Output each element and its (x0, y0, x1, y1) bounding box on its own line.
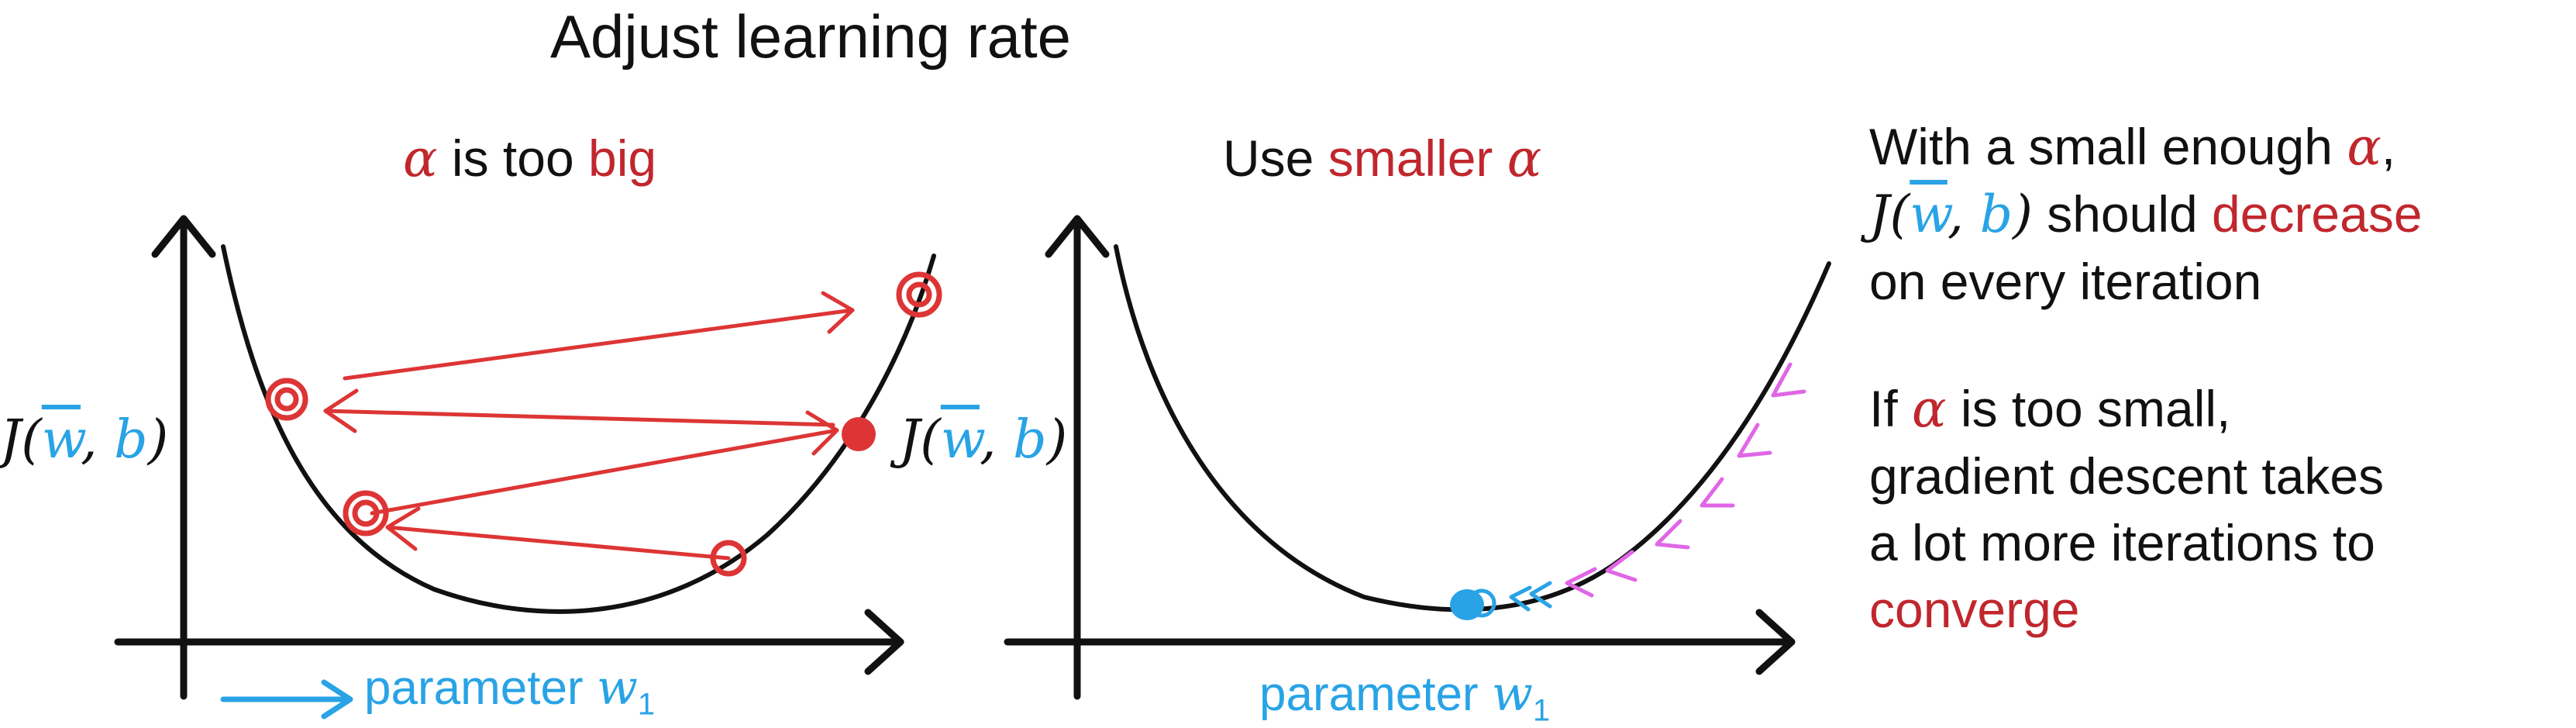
vector-w: w (41, 409, 81, 471)
small-step-arrowhead (1565, 567, 1597, 598)
vector-w: w (940, 409, 980, 471)
step-marker (896, 271, 942, 318)
step-arrow-3 (323, 409, 835, 427)
converge-word: converge (1869, 581, 2080, 638)
right-panel-title: Use smaller α (1223, 129, 1541, 188)
step-arrow-2-head (805, 410, 839, 456)
right-x-axis-arrowhead (1755, 609, 1796, 675)
bias-b: b (1013, 409, 1047, 471)
note-text: If (1869, 380, 1913, 437)
converged-point-ring (1467, 588, 1496, 618)
parameter-direction-arrowhead (321, 679, 353, 719)
step-marker (710, 540, 747, 577)
left-panel (114, 215, 942, 719)
step-arrow-4-head (821, 291, 855, 334)
note-text: should (2032, 185, 2213, 243)
step-marker (274, 387, 299, 412)
right-y-axis-arrowhead (1045, 215, 1110, 258)
step-arrow-3-head (323, 388, 359, 433)
x-label-sub: 1 (637, 687, 656, 722)
x-label-word: parameter (1259, 668, 1492, 721)
note2-line1: If α is too small, (1869, 375, 2384, 443)
close-paren: ) (1046, 409, 1068, 471)
left-title-big: big (588, 129, 657, 187)
note1-line2: J(w, b) should decrease (1869, 181, 2423, 248)
vector-w: w (1910, 185, 1947, 244)
x-label-var: w (596, 659, 638, 716)
right-y-axis-label: J(w, b) (899, 409, 1067, 471)
step-marker (343, 490, 389, 537)
cost-function-J: J( (0, 409, 42, 471)
right-x-axis-label: parameter w1 (1259, 665, 1550, 728)
step-marker (265, 378, 308, 421)
left-title-mid: is too (437, 129, 589, 187)
small-step-arrowhead (1700, 477, 1735, 508)
comma: , (80, 409, 115, 471)
alpha-symbol: α (403, 129, 438, 188)
note-small-alpha: With a small enough α, J(w, b) should de… (1869, 113, 2423, 315)
bias-b: b (1979, 185, 2013, 244)
small-step-arrowhead (1655, 519, 1690, 550)
page-title: Adjust learning rate (550, 2, 1072, 71)
right-title-smaller: smaller (1328, 129, 1507, 187)
close-paren: ) (147, 409, 169, 471)
left-y-axis-arrowhead (151, 215, 216, 258)
comma: , (979, 409, 1014, 471)
step-arrow-1-head (385, 506, 421, 551)
x-label-word: parameter (364, 661, 597, 715)
left-x-axis-label: parameter w1 (364, 659, 655, 722)
right-cost-curve (1114, 244, 1831, 612)
bias-b: b (114, 409, 148, 471)
note-text: is too small, (1946, 380, 2231, 437)
left-panel-title: α is too big (403, 129, 656, 188)
step-marker (906, 281, 932, 308)
right-panel (1004, 215, 1831, 700)
step-marker-filled (842, 417, 876, 451)
step-marker (352, 499, 380, 527)
left-x-axis-arrowhead (864, 609, 904, 675)
alpha-symbol: α (2347, 117, 2381, 177)
tiny-step-arrowhead (1509, 585, 1532, 612)
left-y-axis-label: J(w, b) (0, 409, 168, 471)
x-label-sub: 1 (1532, 693, 1551, 728)
decrease-word: decrease (2212, 185, 2423, 243)
note-too-small-alpha: If α is too small, gradient descent take… (1869, 375, 2384, 643)
small-step-arrowhead (1737, 423, 1772, 458)
comma: , (1947, 185, 1980, 244)
close-paren: ) (2013, 185, 2033, 244)
step-arrow-4 (343, 308, 855, 381)
step-arrow-1 (385, 525, 731, 561)
alpha-symbol: α (1912, 379, 1947, 439)
note-text: With a small enough (1869, 118, 2347, 175)
x-label-var: w (1491, 665, 1533, 722)
cost-function-J: J( (899, 409, 941, 471)
note1-line3: on every iteration (1869, 253, 2262, 310)
note-text: , (2381, 118, 2396, 175)
note2-line3: a lot more iterations to (1869, 514, 2375, 571)
note1-line1: With a small enough α, (1869, 113, 2423, 181)
right-title-use: Use (1223, 129, 1328, 187)
note2-line2: gradient descent takes (1869, 447, 2385, 505)
cost-function-J: J( (1869, 185, 1910, 244)
left-cost-curve (221, 244, 936, 614)
tiny-step-arrowhead (1529, 581, 1552, 609)
small-step-arrowhead (1771, 362, 1806, 398)
step-arrow-2 (370, 428, 839, 516)
small-step-arrowhead (1605, 550, 1638, 582)
alpha-symbol: α (1507, 129, 1542, 188)
